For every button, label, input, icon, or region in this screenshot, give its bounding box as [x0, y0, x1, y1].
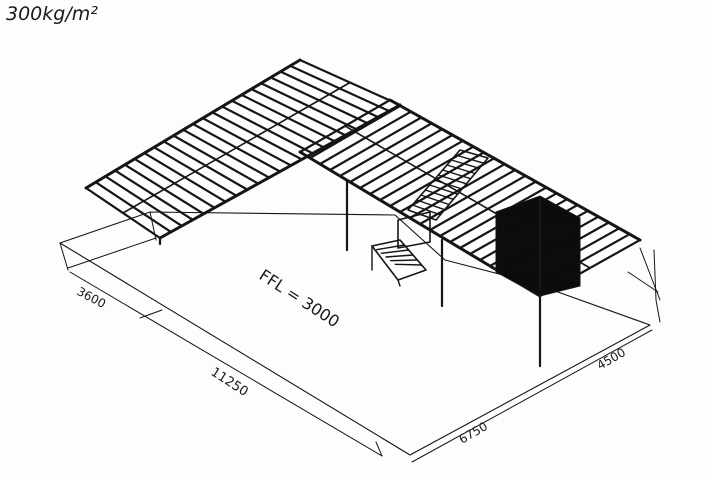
stair-tread [411, 204, 442, 216]
dimension-depth-right: 4500 [595, 345, 628, 372]
enclosure-grid [495, 221, 581, 275]
enclosure-front [495, 195, 581, 297]
dimension-length-front: 11250 [208, 365, 251, 400]
enclosure-line [495, 221, 581, 230]
stair-tread [415, 199, 446, 211]
stair-treads [375, 154, 485, 266]
floor-outline [59, 211, 651, 456]
stair-tread [375, 244, 406, 251]
stair-tread [424, 189, 455, 201]
stair-tread [394, 263, 423, 266]
deck-rail [122, 81, 351, 214]
left-deck-outline [85, 59, 401, 239]
dimension-length-right: 6750 [457, 419, 490, 446]
enclosure-line [495, 261, 581, 275]
left-deck-joists [84, 58, 402, 240]
stair-tread [454, 154, 485, 164]
stair-tread [428, 184, 459, 195]
enclosure-line [495, 231, 581, 241]
dimension-lines [59, 211, 661, 463]
stair-lower-flight [371, 239, 427, 281]
support-columns [158, 178, 542, 368]
stair-tread [437, 174, 468, 185]
stair-tread [380, 249, 410, 255]
staircase [371, 149, 489, 287]
stair-tread [420, 194, 450, 206]
stair-tread [385, 254, 414, 258]
stair-tread [450, 159, 481, 170]
enclosure-line [495, 251, 581, 264]
left-deck [84, 58, 402, 240]
enclosure-line [495, 241, 581, 253]
stair-tread [389, 259, 419, 262]
storage-enclosure [495, 195, 581, 297]
stair-tread [446, 164, 476, 175]
stair-tread [433, 179, 463, 190]
ffl-label: FFL = 3000 [256, 265, 343, 331]
stair-landing [397, 211, 431, 249]
load-rating-label: 300kg/m² [6, 3, 98, 25]
dimension-width-left: 3600 [75, 284, 109, 311]
stair-tread [441, 169, 472, 180]
